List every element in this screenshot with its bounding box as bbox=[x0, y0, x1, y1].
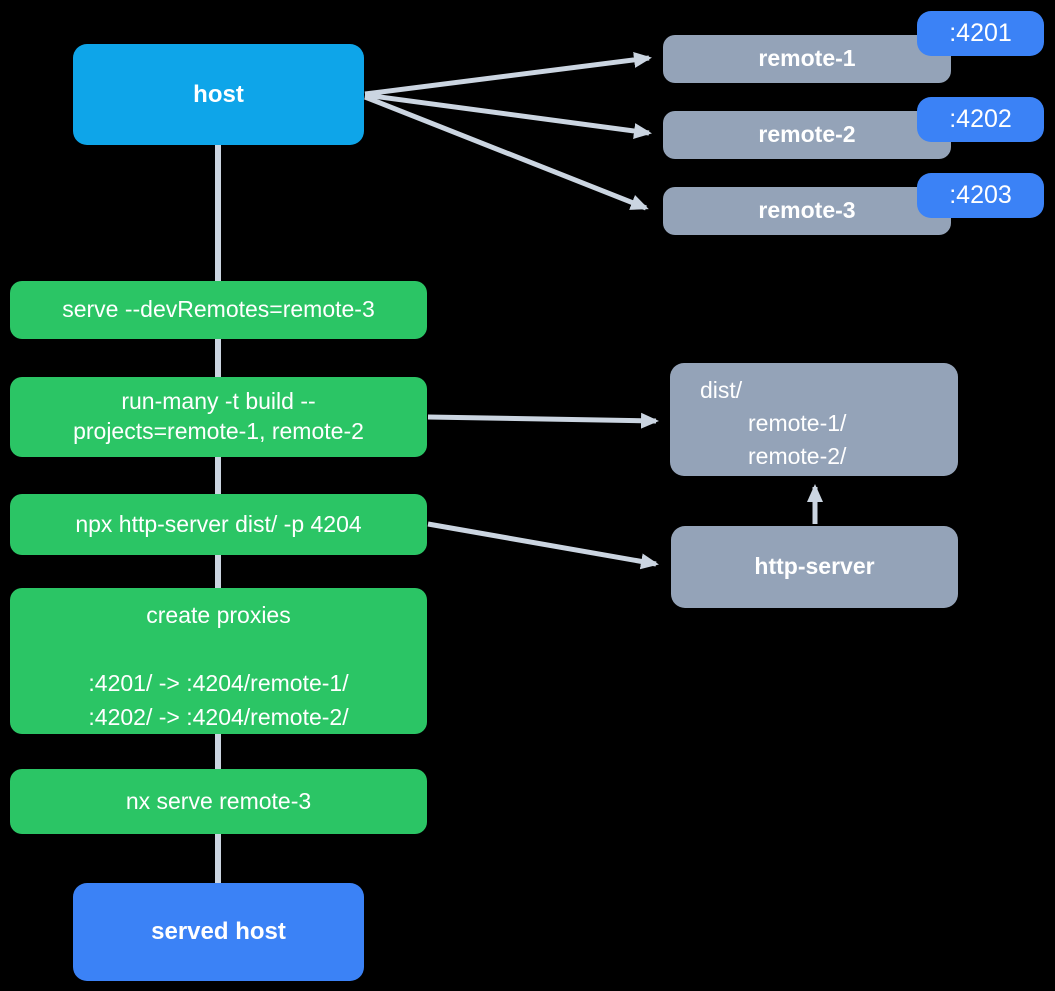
command-npx-http-server: npx http-server dist/ -p 4204 bbox=[10, 494, 427, 555]
arrow-host-remote-2 bbox=[364, 92, 652, 139]
host-label: host bbox=[193, 80, 244, 108]
remote-3-node: remote-3 bbox=[663, 187, 951, 235]
command-run-many-build: run-many -t build -- projects=remote-1, … bbox=[10, 377, 427, 457]
arrow-build-dist bbox=[427, 412, 659, 429]
port-badge-4203: :4203 bbox=[917, 173, 1044, 218]
proxy-rule-2: :4202/ -> :4204/remote-2/ bbox=[88, 704, 349, 730]
port-4202-label: :4202 bbox=[949, 105, 1012, 134]
command-run-many-line-1: run-many -t build -- bbox=[121, 388, 316, 415]
remote-2-node: remote-2 bbox=[663, 111, 951, 159]
command-serve-devremotes-label: serve --devRemotes=remote-3 bbox=[62, 296, 375, 323]
remote-1-label: remote-1 bbox=[758, 45, 856, 72]
arrow-npx-httpserver bbox=[427, 521, 659, 570]
host-node: host bbox=[73, 44, 364, 145]
command-npx-http-server-label: npx http-server dist/ -p 4204 bbox=[75, 510, 362, 537]
create-proxies-title: create proxies bbox=[146, 602, 291, 628]
served-host-node: served host bbox=[73, 883, 364, 981]
arrow-host-remote-1 bbox=[364, 51, 652, 97]
port-badge-4201: :4201 bbox=[917, 11, 1044, 56]
remote-2-label: remote-2 bbox=[758, 121, 856, 148]
http-server-node: http-server bbox=[671, 526, 958, 608]
command-create-proxies: create proxies :4201/ -> :4204/remote-1/… bbox=[10, 588, 427, 734]
command-nx-serve-remote-3-label: nx serve remote-3 bbox=[125, 787, 312, 814]
dist-folder-remote-2: remote-2/ bbox=[748, 443, 847, 469]
proxy-rule-1: :4201/ -> :4204/remote-1/ bbox=[88, 670, 349, 696]
command-run-many-line-2: projects=remote-1, remote-2 bbox=[73, 418, 364, 444]
remote-3-label: remote-3 bbox=[758, 197, 856, 224]
command-serve-devremotes: serve --devRemotes=remote-3 bbox=[10, 281, 427, 339]
dist-folder-root: dist/ bbox=[700, 377, 743, 403]
port-badge-4202: :4202 bbox=[917, 97, 1044, 142]
dist-folder-remote-1: remote-1/ bbox=[748, 410, 847, 436]
port-4203-label: :4203 bbox=[949, 181, 1012, 210]
port-4201-label: :4201 bbox=[949, 19, 1012, 48]
dist-folder-node: dist/ remote-1/ remote-2/ bbox=[670, 363, 958, 476]
command-nx-serve-remote-3: nx serve remote-3 bbox=[10, 769, 427, 834]
http-server-label: http-server bbox=[754, 553, 875, 580]
remote-1-node: remote-1 bbox=[663, 35, 951, 83]
served-host-label: served host bbox=[151, 918, 286, 946]
arrow-host-remote-3 bbox=[364, 94, 649, 211]
